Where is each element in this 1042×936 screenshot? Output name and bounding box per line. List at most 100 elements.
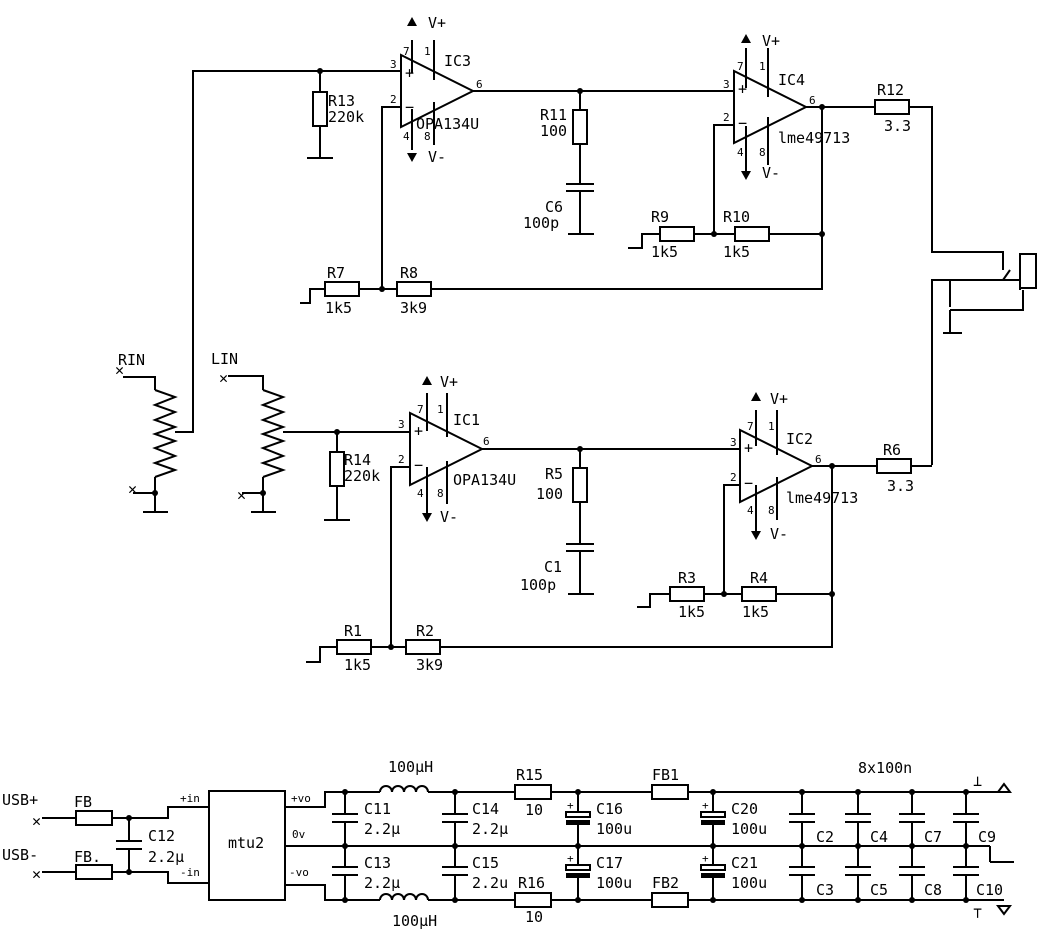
c16-name: C16 <box>596 800 623 818</box>
mtu2-label: mtu2 <box>228 834 264 852</box>
fb-top-label: FB <box>74 793 92 811</box>
capacitor-c17 <box>565 864 591 871</box>
r16-value: 10 <box>525 908 543 926</box>
inductor-bottom <box>379 893 429 901</box>
ic3-minus: − <box>405 98 414 116</box>
ic3-plus: + <box>405 64 414 82</box>
ic1-pin1: 1 <box>437 403 444 416</box>
usb-minus-label: USB- <box>2 846 38 864</box>
ic2-part: lme49713 <box>786 489 858 507</box>
ic3-pin6: 6 <box>476 78 483 91</box>
potentiometer-rin <box>123 376 179 513</box>
c20-value: 100u <box>731 820 767 838</box>
c3-name: C3 <box>816 881 834 899</box>
c1-name: C1 <box>544 558 562 576</box>
r15-name: R15 <box>516 766 543 784</box>
r8-value: 3k9 <box>400 299 427 317</box>
c8-name: C8 <box>924 881 942 899</box>
lin-ground-x-marker: ✕ <box>237 486 246 504</box>
ic1-pin4: 4 <box>417 487 424 500</box>
r7-value: 1k5 <box>325 299 352 317</box>
rin-wiper-wire <box>175 70 401 433</box>
resistor-r14 <box>329 451 345 487</box>
ic2-pin3: 3 <box>730 436 737 449</box>
ic3-part: OPA134U <box>416 115 479 133</box>
ic1-pin3: 3 <box>398 418 405 431</box>
r2-name: R2 <box>416 622 434 640</box>
ic3-pin3: 3 <box>390 58 397 71</box>
r15-value: 10 <box>525 801 543 819</box>
ic3-pin2: 2 <box>390 93 397 106</box>
resistor-r10 <box>734 226 770 242</box>
ic1-vplus: V+ <box>440 373 458 391</box>
in-minus-label: -in <box>180 866 200 879</box>
ic1-vminus: V- <box>440 508 458 526</box>
r16-name: R16 <box>518 874 545 892</box>
ic2-vminus: V- <box>770 525 788 543</box>
r12-value: 3.3 <box>884 117 911 135</box>
c11-name: C11 <box>364 800 391 818</box>
c13-value: 2.2µ <box>364 874 400 892</box>
l-bot-label: 100µH <box>392 912 437 930</box>
l-top-label: 100µH <box>388 758 433 776</box>
ic4-minus: − <box>738 114 747 132</box>
c14-value: 2.2µ <box>472 820 508 838</box>
potentiometer-lin <box>228 375 287 513</box>
ic2-pin1: 1 <box>768 420 775 433</box>
c12-value: 2.2µ <box>148 848 184 866</box>
ic4-part: lme49713 <box>778 129 850 147</box>
capacitor-c16 <box>565 811 591 818</box>
ic2-pin7: 7 <box>747 420 754 433</box>
c5-name: C5 <box>870 881 888 899</box>
ic2-pin2: 2 <box>730 471 737 484</box>
inductor-top <box>379 785 429 793</box>
ic1-pin2: 2 <box>398 453 405 466</box>
c17-value: 100u <box>596 874 632 892</box>
r5-name: R5 <box>545 465 563 483</box>
ic3-pin8: 8 <box>424 130 431 143</box>
ic4-name: IC4 <box>778 71 805 89</box>
c4-name: C4 <box>870 828 888 846</box>
vplus-arrow-icon <box>996 782 1012 793</box>
r7-name: R7 <box>327 264 345 282</box>
in-plus-label: +in <box>180 792 200 805</box>
r1-name: R1 <box>344 622 362 640</box>
r6-value: 3.3 <box>887 477 914 495</box>
ic4-pin3: 3 <box>723 78 730 91</box>
usb-plus-x-marker: ✕ <box>32 812 41 830</box>
ic4-pin8: 8 <box>759 146 766 159</box>
c16-value: 100u <box>596 820 632 838</box>
resistor-r15 <box>514 784 552 800</box>
c20-polarity: + <box>702 799 709 812</box>
r3-value: 1k5 <box>678 603 705 621</box>
r6-name: R6 <box>883 441 901 459</box>
resistor-r12 <box>874 99 910 115</box>
r5-value: 100 <box>536 485 563 503</box>
r1-value: 1k5 <box>344 656 371 674</box>
left-channel: ✕ ✕ LIN R14 220k V+ V- IC1 OPA134U + − 3… <box>211 350 932 674</box>
r10-value: 1k5 <box>723 243 750 261</box>
ic2-plus: + <box>744 439 753 457</box>
rin-x-marker: ✕ <box>115 361 124 379</box>
lin-label: LIN <box>211 350 238 368</box>
r9-name: R9 <box>651 208 669 226</box>
opamp-ic4 <box>733 34 809 180</box>
fb-bottom-label: FB. <box>74 848 101 866</box>
ferrite-fb1 <box>651 784 689 800</box>
r2-value: 3k9 <box>416 656 443 674</box>
ic2-pin4: 4 <box>747 504 754 517</box>
r4-value: 1k5 <box>742 603 769 621</box>
c20-name: C20 <box>731 800 758 818</box>
fb1-label: FB1 <box>652 766 679 784</box>
r9-value: 1k5 <box>651 243 678 261</box>
ic3-vplus: V+ <box>428 14 446 32</box>
capacitor-c20 <box>700 811 726 818</box>
resistor-r9 <box>659 226 695 242</box>
rin-label: RIN <box>118 351 145 369</box>
resistor-r7 <box>324 281 360 297</box>
c17-polarity: + <box>567 852 574 865</box>
ic1-name: IC1 <box>453 411 480 429</box>
c15-value: 2.2u <box>472 874 508 892</box>
ic1-pin8: 8 <box>437 487 444 500</box>
